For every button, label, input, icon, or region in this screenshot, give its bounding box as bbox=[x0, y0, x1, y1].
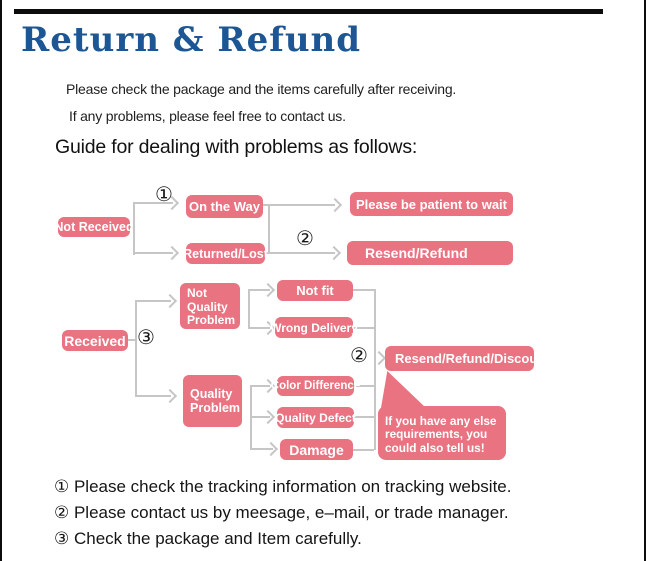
arrowhead-icon bbox=[326, 245, 342, 261]
flow-line bbox=[268, 204, 270, 253]
flow-line bbox=[250, 385, 270, 387]
flow-marker-2b: ② bbox=[350, 343, 368, 367]
arrowhead-icon bbox=[327, 197, 343, 213]
title-rule bbox=[14, 9, 603, 14]
flow-marker-2: ② bbox=[296, 226, 314, 250]
intro-line-2: If any problems, please feel free to con… bbox=[69, 108, 346, 124]
flow-line bbox=[135, 395, 171, 397]
arrowhead-icon bbox=[260, 409, 276, 425]
flow-node-damage: Damage bbox=[280, 439, 353, 460]
flow-marker-1: ① bbox=[155, 182, 173, 206]
speech-bubble-tail bbox=[381, 371, 426, 408]
flow-line bbox=[248, 289, 270, 291]
flow-marker-3: ③ bbox=[137, 325, 155, 349]
flow-line bbox=[374, 289, 376, 450]
guide-heading: Guide for dealing with problems as follo… bbox=[55, 136, 418, 158]
flow-line bbox=[353, 385, 374, 387]
flow-node-not-received: Not Received bbox=[54, 217, 134, 237]
flow-line bbox=[250, 416, 270, 418]
flow-node-received: Received bbox=[62, 330, 128, 351]
arrowhead-icon bbox=[164, 245, 180, 261]
flow-node-quality-problem: Quality Problem bbox=[183, 375, 242, 427]
flow-node-quality-defect: Quality Defect bbox=[275, 407, 356, 428]
flow-line bbox=[265, 252, 335, 254]
flow-node-wrong-delivery: Wrong Delivery bbox=[270, 317, 358, 338]
flow-line bbox=[135, 300, 171, 302]
flow-line bbox=[133, 252, 173, 254]
footnote-3: ③ Check the package and Item carefully. bbox=[54, 529, 362, 548]
flow-line bbox=[352, 289, 374, 291]
flow-node-on-the-way: On the Way bbox=[186, 195, 263, 218]
flow-node-not-fit: Not fit bbox=[277, 280, 353, 301]
footnote-1: ① Please check the tracking information … bbox=[54, 477, 512, 496]
flow-node-returned-lost: Returned/Lost bbox=[183, 243, 268, 264]
flow-node-resend-refund-discount: Resend/Refund/Discount bbox=[385, 346, 550, 371]
flow-line bbox=[128, 339, 137, 341]
flow-line bbox=[248, 289, 250, 329]
flow-node-color-difference: Color Difference bbox=[271, 376, 360, 396]
arrowhead-icon bbox=[263, 441, 279, 457]
left-border-line bbox=[0, 0, 2, 561]
footnote-2: ② Please contact us by meesage, e–mail, … bbox=[54, 503, 509, 522]
flow-line bbox=[353, 416, 374, 418]
flow-line bbox=[135, 300, 137, 397]
flow-line bbox=[352, 327, 374, 329]
flow-node-resend-refund: Resend/Refund bbox=[347, 241, 513, 265]
arrowhead-icon bbox=[260, 282, 276, 298]
right-border-line bbox=[644, 0, 646, 561]
flow-node-not-quality-problem: Not Quality Problem bbox=[180, 283, 240, 329]
flow-line bbox=[263, 204, 335, 206]
arrowhead-icon bbox=[162, 293, 178, 309]
flow-line bbox=[126, 226, 135, 228]
page-title: Return & Refund bbox=[21, 20, 362, 60]
flow-line bbox=[352, 449, 374, 451]
flow-line bbox=[133, 202, 173, 204]
flow-line bbox=[133, 202, 135, 255]
arrowhead-icon bbox=[162, 388, 178, 404]
flow-line bbox=[248, 327, 270, 329]
flow-node-be-patient: Please be patient to wait bbox=[350, 192, 513, 216]
flow-line bbox=[250, 448, 273, 450]
intro-line-1: Please check the package and the items c… bbox=[66, 81, 457, 97]
speech-bubble-note: If you have any else requirements, you c… bbox=[378, 406, 506, 460]
